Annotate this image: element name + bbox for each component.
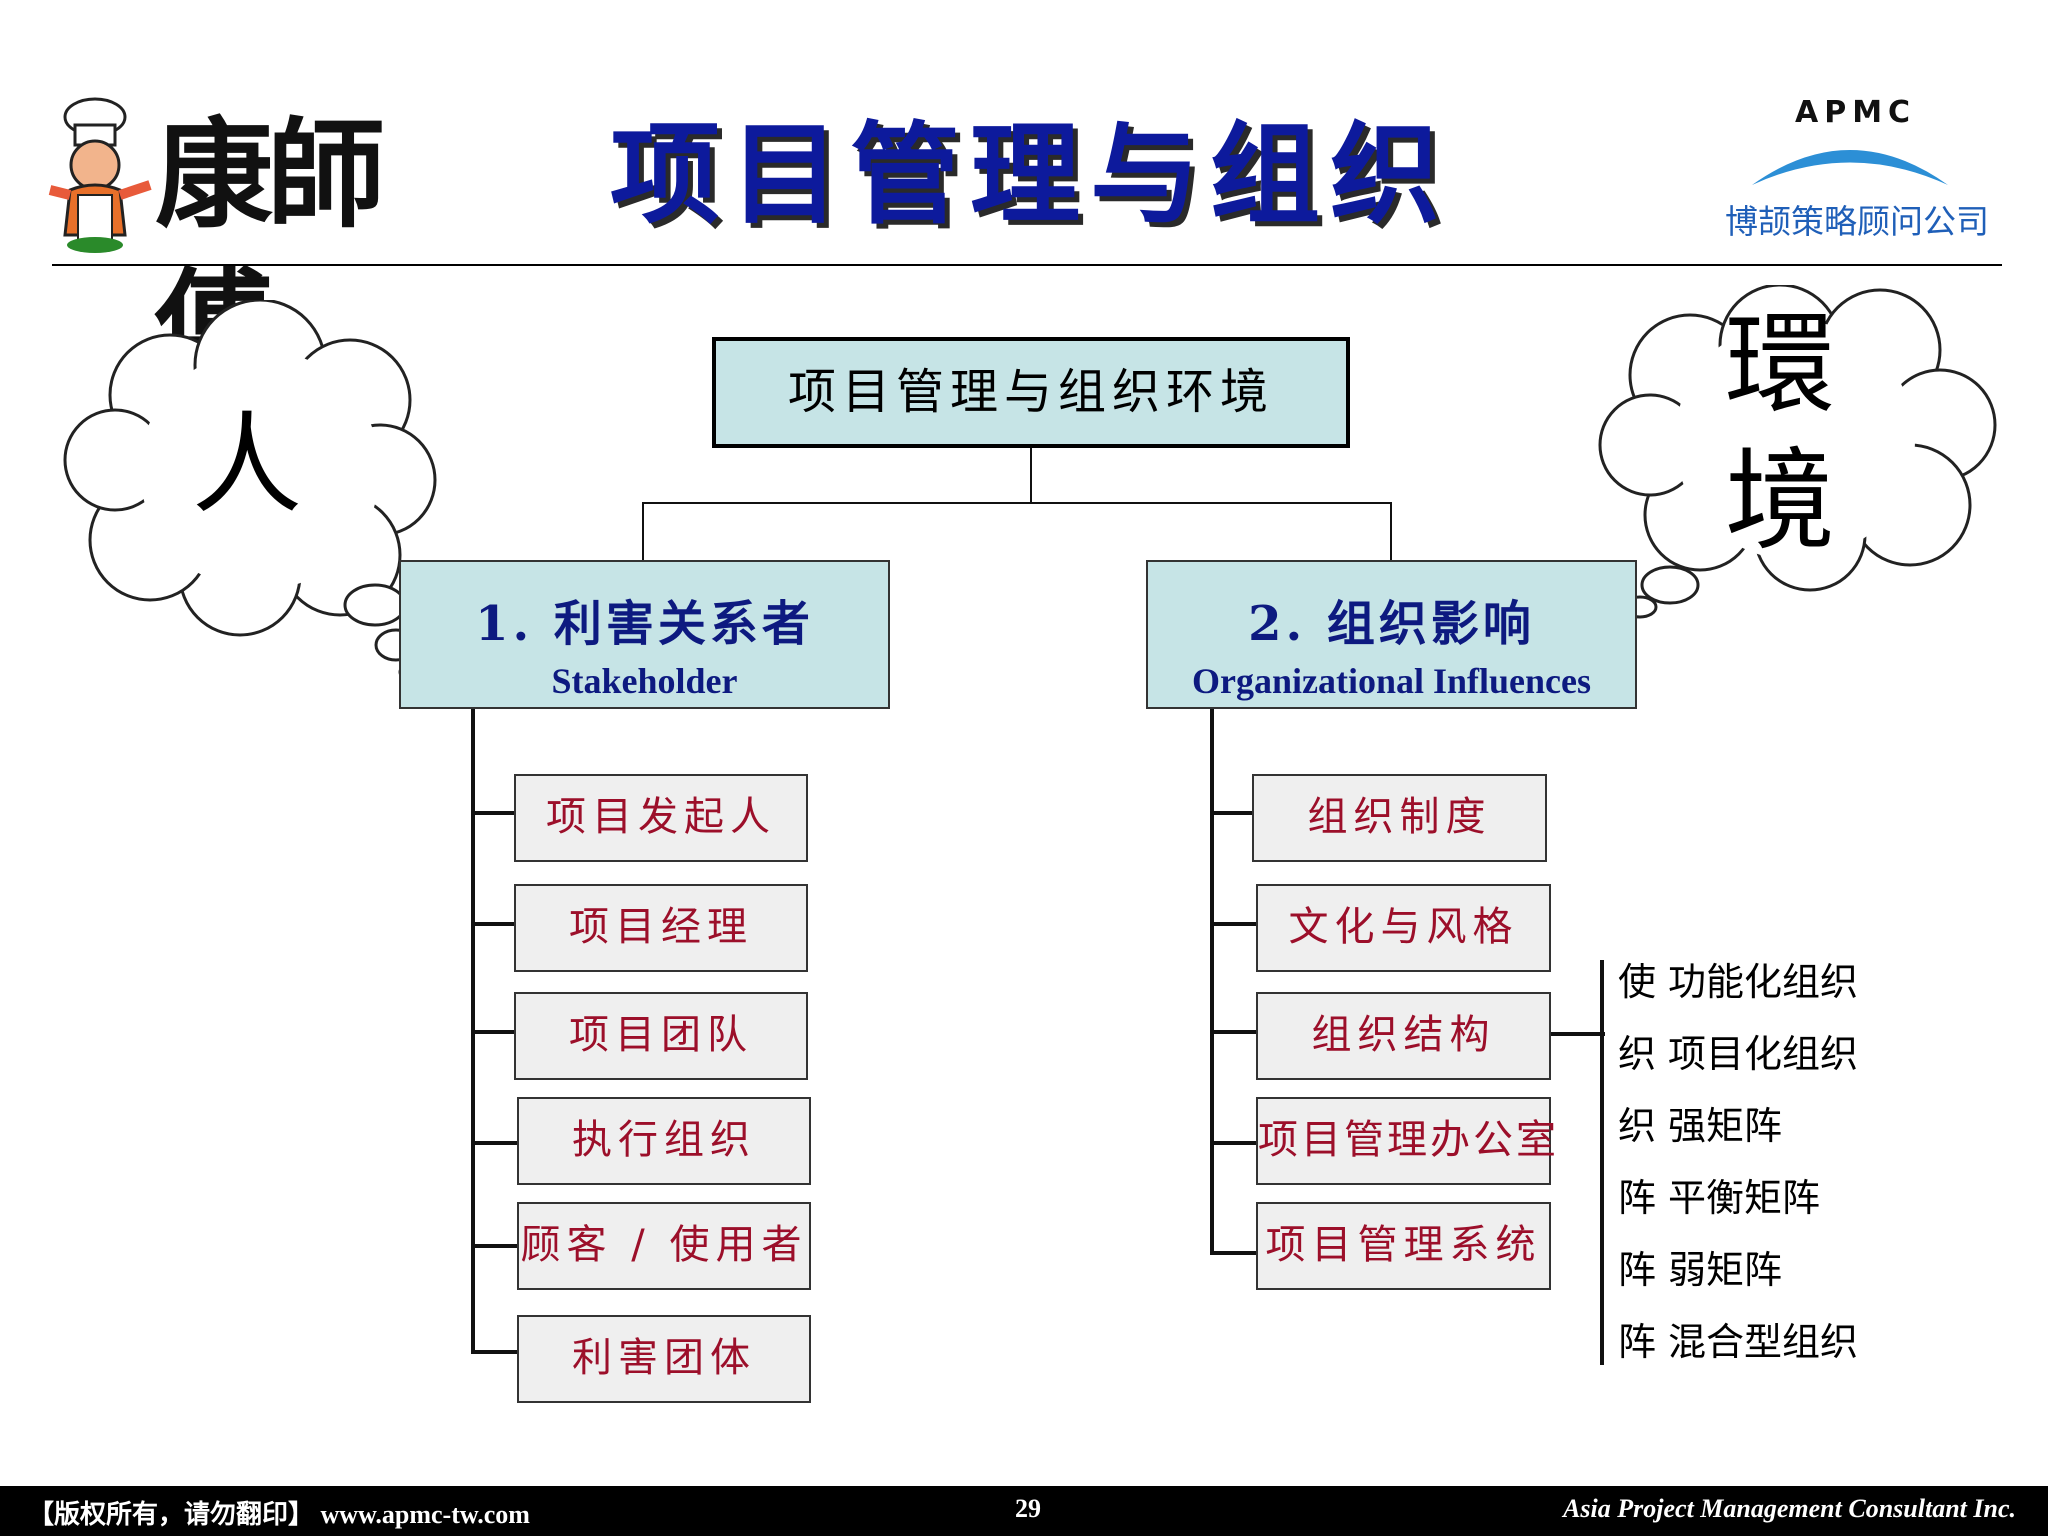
- structure-prefix: 织: [1618, 1104, 1657, 1148]
- cloud-text-huan: 環: [1725, 301, 1835, 429]
- list-item: 组织结构: [1256, 992, 1551, 1080]
- structure-item: 阵弱矩阵: [1618, 1234, 1782, 1306]
- header-divider: [52, 264, 2002, 266]
- page-number: 29: [1015, 1494, 1041, 1523]
- kangshifu-logo: 康師傅: [40, 95, 410, 394]
- structure-label: 功能化组织: [1668, 960, 1859, 1004]
- structure-label: 混合型组织: [1668, 1320, 1859, 1364]
- structure-item: 阵混合型组织: [1618, 1306, 1858, 1378]
- structure-connector: [1550, 1032, 1605, 1036]
- chef-mascot-icon: [48, 97, 152, 253]
- right-tick: [1210, 922, 1257, 926]
- structure-prefix: 阵: [1618, 1176, 1657, 1220]
- category-subtitle: Stakeholder: [551, 661, 738, 701]
- category-title: 1. 利害关系者: [475, 596, 814, 652]
- structure-label: 平衡矩阵: [1668, 1176, 1821, 1220]
- list-item: 组织制度: [1252, 774, 1547, 862]
- right-tick: [1210, 811, 1254, 815]
- apmc-brand-text: APMC: [1795, 95, 1917, 130]
- list-item: 项目管理办公室: [1256, 1097, 1556, 1185]
- left-tick: [471, 1141, 518, 1145]
- cloud-text-jing: 境: [1725, 437, 1835, 565]
- blue-arc-icon: [1752, 150, 1948, 185]
- footer-copyright: 【版权所有，请勿翻印】 www.apmc-tw.com: [28, 1500, 530, 1529]
- footer-bar: 【版权所有，请勿翻印】 www.apmc-tw.com 29 Asia Proj…: [0, 1486, 2048, 1536]
- structure-item: 阵平衡矩阵: [1618, 1162, 1820, 1234]
- list-item: 文化与风格: [1256, 884, 1551, 972]
- structure-prefix: 阵: [1618, 1248, 1657, 1292]
- root-stem: [1030, 446, 1032, 502]
- right-tick: [1210, 1030, 1257, 1034]
- right-spine: [1210, 708, 1214, 1255]
- left-tick: [471, 1030, 516, 1034]
- list-item: 利害团体: [517, 1315, 811, 1403]
- category-organizational-influences: 2. 组织影响 Organizational Influences: [1146, 560, 1637, 709]
- category-stakeholder: 1. 利害关系者 Stakeholder: [399, 560, 890, 709]
- page-title: 项目管理与组织: [610, 111, 1450, 239]
- structure-item: 使功能化组织: [1618, 946, 1858, 1018]
- structure-prefix: 阵: [1618, 1320, 1657, 1364]
- structure-label: 强矩阵: [1668, 1104, 1783, 1148]
- list-item: 项目经理: [514, 884, 808, 972]
- left-tick: [471, 922, 516, 926]
- list-item: 顾客 / 使用者: [517, 1202, 811, 1290]
- list-item: 执行组织: [517, 1097, 811, 1185]
- list-item: 项目发起人: [514, 774, 808, 862]
- left-tick: [471, 1244, 518, 1248]
- category-title: 2. 组织影响: [1248, 596, 1535, 652]
- branch-right-drop: [1390, 502, 1392, 560]
- structure-label: 弱矩阵: [1668, 1248, 1783, 1292]
- root-box: 项目管理与组织环境: [712, 337, 1350, 448]
- apmc-logo: APMC 博颉策略顾问公司: [1720, 95, 2010, 245]
- right-cloud-icon: [1598, 285, 1997, 625]
- left-tick: [471, 811, 516, 815]
- category-subtitle: Organizational Influences: [1191, 661, 1591, 701]
- structure-item: 织项目化组织: [1618, 1018, 1858, 1090]
- footer-company: Asia Project Management Consultant Inc.: [1563, 1494, 2016, 1523]
- cloud-text-people: 人: [192, 401, 302, 529]
- right-tick: [1210, 1141, 1257, 1145]
- structure-prefix: 织: [1618, 1032, 1657, 1076]
- left-cloud-icon: [63, 300, 437, 680]
- company-name: 博颉策略顾问公司: [1725, 202, 1989, 241]
- structure-bracket: [1600, 960, 1604, 1365]
- structure-item: 织强矩阵: [1618, 1090, 1782, 1162]
- list-item: 项目管理系统: [1256, 1202, 1551, 1290]
- structure-label: 项目化组织: [1668, 1032, 1859, 1076]
- list-item: 项目团队: [514, 992, 808, 1080]
- branch-horizontal: [642, 502, 1392, 504]
- left-tick: [471, 1350, 518, 1354]
- right-tick: [1210, 1251, 1257, 1255]
- structure-prefix: 使: [1618, 960, 1657, 1004]
- branch-left-drop: [642, 502, 644, 560]
